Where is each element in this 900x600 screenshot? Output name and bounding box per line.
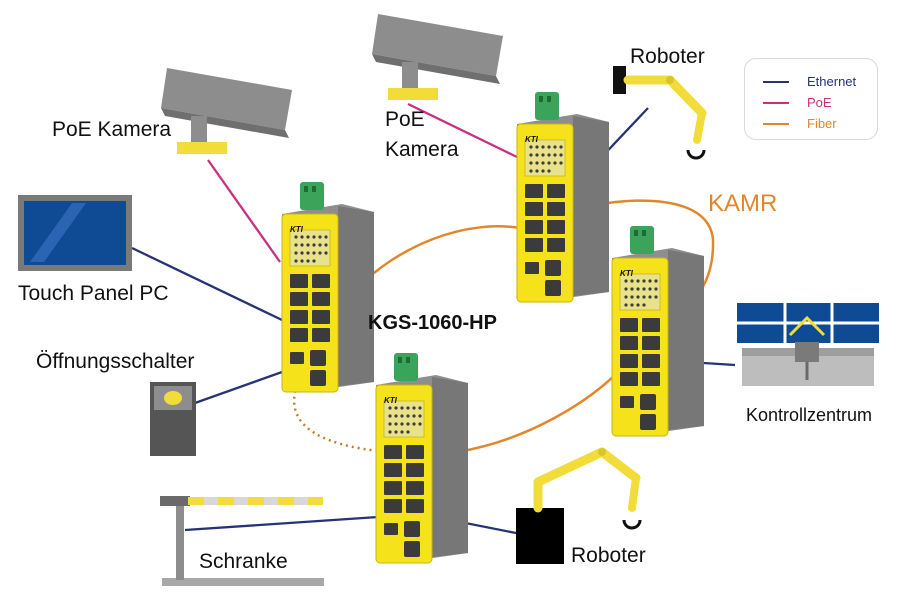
legend-label: Ethernet <box>807 74 857 89</box>
door-switch-icon <box>150 382 196 456</box>
switch-bottom <box>375 352 469 564</box>
robot-bottom-label: Roboter <box>571 544 646 567</box>
legend-item-fiber: Fiber <box>763 113 877 134</box>
legend-item-poe: PoE <box>763 92 877 113</box>
poe-camera-left-label: PoE Kamera <box>52 118 172 141</box>
control-center-label: Kontrollzentrum <box>746 405 873 425</box>
security-camera-icon <box>372 14 503 100</box>
poe-camera-top-label-line1: PoE <box>385 108 425 131</box>
poe-camera-top-label-line2: Kamera <box>385 138 459 161</box>
poe-line-swatch <box>763 101 789 104</box>
switch-brand-label: KTI <box>525 135 539 144</box>
switch-left <box>281 181 375 393</box>
ethernet-line-swatch <box>763 80 789 83</box>
switch-brand-label: KTI <box>620 269 634 278</box>
barrier-gate-icon <box>160 496 324 586</box>
legend-label: PoE <box>807 95 832 110</box>
barrier-label: Schranke <box>199 550 288 573</box>
poe-links <box>207 102 518 263</box>
fiber-line-swatch <box>763 122 789 125</box>
door-switch-label: Öffnungsschalter <box>36 350 195 373</box>
legend-label: Fiber <box>807 116 837 131</box>
legend-item-ethernet: Ethernet <box>763 71 877 92</box>
security-camera-icon <box>161 68 292 154</box>
monitor-icon <box>18 195 132 271</box>
fiber-link-dotted <box>292 384 389 454</box>
switch-right <box>611 225 705 437</box>
robot-top-label: Roboter <box>630 45 705 68</box>
switch-brand-label: KTI <box>384 396 398 405</box>
control-room-icon <box>737 303 879 386</box>
robot-arm-icon <box>516 447 642 564</box>
touch-panel-label: Touch Panel PC <box>18 282 169 305</box>
robot-arm-icon <box>613 66 707 160</box>
legend: Ethernet PoE Fiber <box>744 58 878 140</box>
switch-model-label: KGS-1060-HP <box>368 312 497 334</box>
switch-top <box>516 91 610 303</box>
switch-brand-label: KTI <box>290 225 304 234</box>
ring-label: KAMR <box>708 190 778 217</box>
